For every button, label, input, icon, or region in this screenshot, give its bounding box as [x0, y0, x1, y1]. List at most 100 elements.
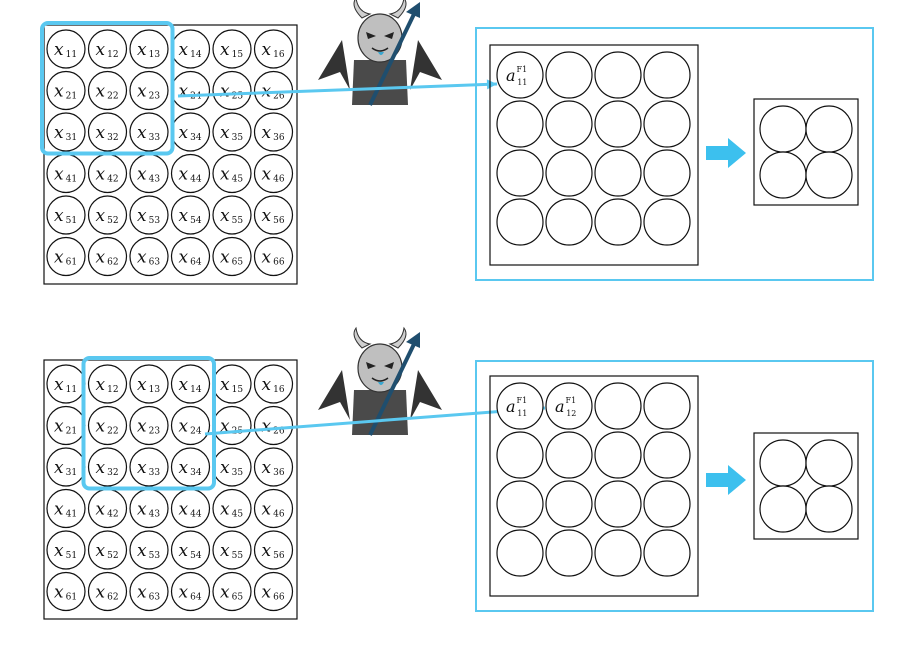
feature-map-cell — [496, 382, 544, 430]
connection-arrowhead — [486, 79, 497, 90]
input-cell-circle — [212, 112, 252, 152]
feature-map-cell — [545, 149, 593, 197]
input-cell-circle — [87, 405, 128, 446]
input-cell-circle — [87, 112, 128, 152]
input-cell-circle — [129, 571, 169, 612]
devil-left-eye — [366, 32, 376, 39]
feature-map-cell — [594, 149, 642, 197]
feature-map-cell — [643, 100, 691, 148]
feature-map-cell — [594, 529, 642, 577]
input-cell-circle — [170, 488, 211, 529]
right-arrow-icon — [706, 465, 746, 495]
input-cell-circle — [129, 153, 169, 194]
input-cell-circle — [46, 447, 86, 487]
input-cell-circle — [46, 488, 86, 529]
input-cell-circle — [129, 447, 169, 487]
feature-map-cell — [594, 100, 642, 148]
input-cell-circle — [87, 571, 128, 612]
feature-map-cell — [643, 382, 691, 430]
devil-left-wing — [318, 370, 350, 420]
input-cell-circle — [212, 571, 252, 612]
input-cell-circle — [129, 195, 169, 235]
pooled-map-cell — [805, 105, 853, 153]
input-cell-circle — [87, 447, 128, 487]
receptive-window — [81, 356, 216, 491]
devil-mascot-icon — [318, 0, 442, 106]
input-cell-circle — [170, 530, 211, 570]
input-cell-circle — [129, 29, 169, 69]
input-cell-circle — [46, 29, 86, 69]
input-cell-circle — [212, 195, 252, 235]
input-cell-circle — [170, 29, 211, 69]
devil-right-wing — [410, 370, 442, 420]
input-cell-circle — [129, 112, 169, 152]
input-cell-circle — [87, 153, 128, 194]
input-cell-circle — [129, 488, 169, 529]
input-cell-circle — [129, 236, 169, 277]
input-cell-circle — [170, 112, 211, 152]
input-cell-circle — [170, 571, 211, 612]
input-cell-circle — [170, 364, 211, 404]
connection-line — [204, 406, 546, 436]
input-cell-circle — [212, 488, 252, 529]
pooled-map-cell — [759, 151, 807, 199]
feature-map-cell — [594, 51, 642, 99]
input-cell-circle — [46, 195, 86, 235]
input-cell-circle — [46, 364, 86, 404]
